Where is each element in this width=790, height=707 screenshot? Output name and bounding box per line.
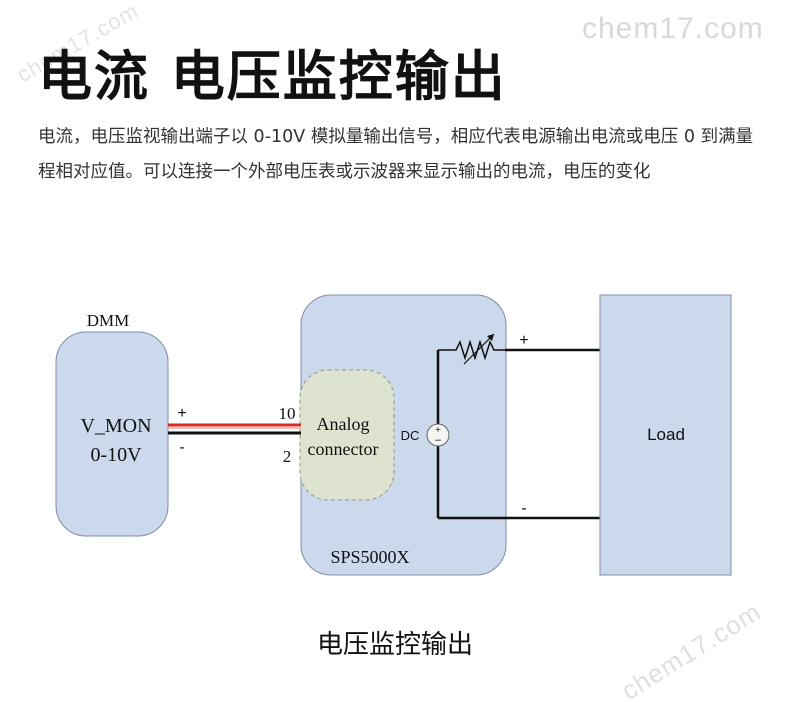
dc-source-minus: − bbox=[434, 436, 442, 446]
page-title: 电流 电压监控输出 bbox=[38, 45, 507, 108]
output-minus: - bbox=[521, 500, 526, 517]
variable-resistor-arrowhead bbox=[487, 334, 494, 341]
connector-label-1: Analog bbox=[317, 414, 370, 434]
dc-source-symbol bbox=[426, 423, 450, 447]
dmm-plus: + bbox=[177, 405, 186, 422]
supply-model-label: SPS5000X bbox=[330, 547, 409, 567]
dmm-title: DMM bbox=[87, 311, 130, 330]
load-box bbox=[599, 294, 732, 576]
description-paragraph: 电流，电压监视输出端子以 0-10V 模拟量输出信号，相应代表电源输出电流或电压… bbox=[38, 127, 754, 182]
variable-resistor bbox=[438, 339, 505, 361]
analog-connector-box bbox=[299, 369, 395, 501]
dc-label: DC bbox=[401, 428, 420, 443]
dc-source-plus: + bbox=[435, 425, 442, 434]
connector-label-2: connector bbox=[308, 439, 379, 459]
connector-pin-2: 2 bbox=[283, 447, 292, 466]
connector-pin-10: 10 bbox=[279, 404, 296, 423]
output-plus: + bbox=[519, 332, 528, 349]
dmm-label-vmon: V_MON bbox=[80, 415, 151, 437]
watermark: chem17.com bbox=[582, 12, 764, 45]
dmm-minus: - bbox=[179, 439, 184, 456]
dmm-label-range: 0-10V bbox=[90, 444, 142, 466]
load-label: Load bbox=[647, 425, 685, 444]
variable-resistor-arrow bbox=[463, 333, 495, 365]
diagram-caption: 电压监控输出 bbox=[316, 630, 473, 660]
